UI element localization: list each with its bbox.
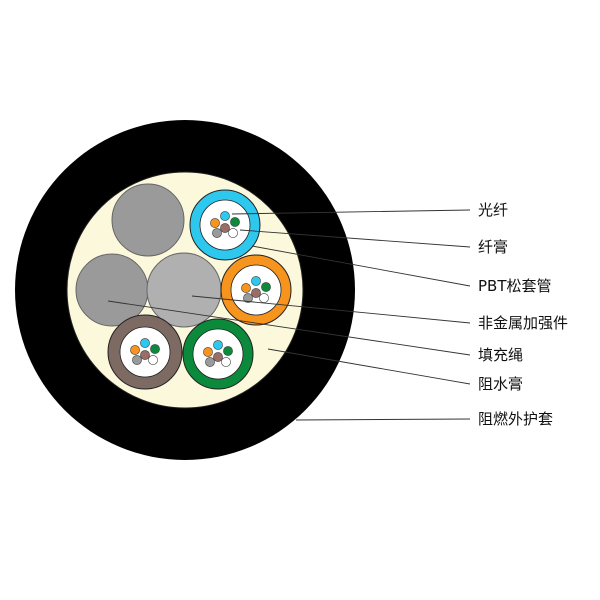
fiber-0-4 xyxy=(212,228,222,238)
label-strength-member: 非金属加强件 xyxy=(478,314,569,332)
filler-rope-left xyxy=(75,253,149,327)
leader-line-pbt-tube xyxy=(251,245,471,287)
fiber-2-2 xyxy=(223,346,233,356)
fiber-1-2 xyxy=(261,282,271,292)
fiber-3-0 xyxy=(130,345,140,355)
fiber-0-5 xyxy=(228,228,238,238)
fiber-1-3 xyxy=(251,288,261,298)
fiber-3-5 xyxy=(148,355,158,365)
fiber-0-2 xyxy=(230,217,240,227)
label-fiber: 光纤 xyxy=(478,201,509,219)
fiber-2-4 xyxy=(205,357,215,367)
fiber-2-1 xyxy=(213,340,223,350)
fiber-1-0 xyxy=(241,283,251,293)
fiber-1-1 xyxy=(251,276,261,286)
fiber-1-4 xyxy=(243,293,253,303)
fiber-0-3 xyxy=(220,223,230,233)
leader-line-filler-rope xyxy=(107,300,471,356)
label-filler-rope: 填充绳 xyxy=(478,346,524,364)
filler-rope-top xyxy=(111,183,185,257)
label-water-block-gel: 阻水膏 xyxy=(478,375,524,393)
label-pbt-tube: PBT松套管 xyxy=(478,277,552,295)
label-sheath: 阻燃外护套 xyxy=(478,410,554,428)
leader-line-fiber-gel xyxy=(239,229,471,248)
fiber-3-2 xyxy=(150,344,160,354)
fiber-3-1 xyxy=(140,338,150,348)
fiber-2-0 xyxy=(203,347,213,357)
fiber-3-3 xyxy=(140,350,150,360)
label-fiber-gel: 纤膏 xyxy=(478,238,509,256)
fiber-group xyxy=(130,211,271,367)
leader-line-strength-member xyxy=(191,295,471,324)
leader-line-fiber xyxy=(231,209,471,215)
leader-line-water-block-gel xyxy=(267,348,471,385)
fiber-2-3 xyxy=(213,352,223,362)
fiber-0-1 xyxy=(220,211,230,221)
fiber-0-0 xyxy=(210,218,220,228)
fiber-2-5 xyxy=(221,357,231,367)
leader-line-sheath xyxy=(295,418,471,421)
fiber-1-5 xyxy=(259,293,269,303)
fiber-3-4 xyxy=(132,355,142,365)
